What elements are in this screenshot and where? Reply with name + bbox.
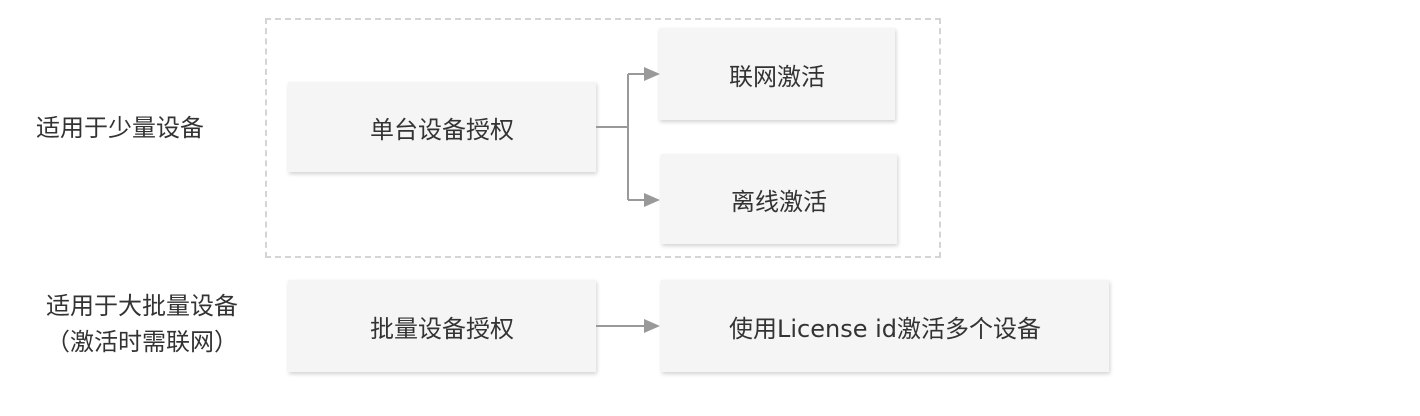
arrowhead-offline [644,193,660,207]
arrowhead-license [644,319,660,333]
single-device-auth-node: 单台设备授权 [288,82,596,172]
label-large-devices-line1: 适用于大批量设备 [46,292,238,320]
license-activation-node: 使用License id激活多个设备 [661,280,1109,372]
arrowhead-online [644,67,660,81]
single-device-group [265,18,941,258]
online-activation-node: 联网激活 [659,28,895,120]
batch-device-auth-node: 批量设备授权 [288,280,596,372]
connector-branch [596,73,646,201]
offline-activation-node: 离线激活 [661,154,897,244]
label-large-devices-line2: （激活时需联网） [46,328,238,356]
label-small-devices: 适用于少量设备 [36,114,204,142]
label-large-devices: 适用于大批量设备 （激活时需联网） [36,288,248,360]
